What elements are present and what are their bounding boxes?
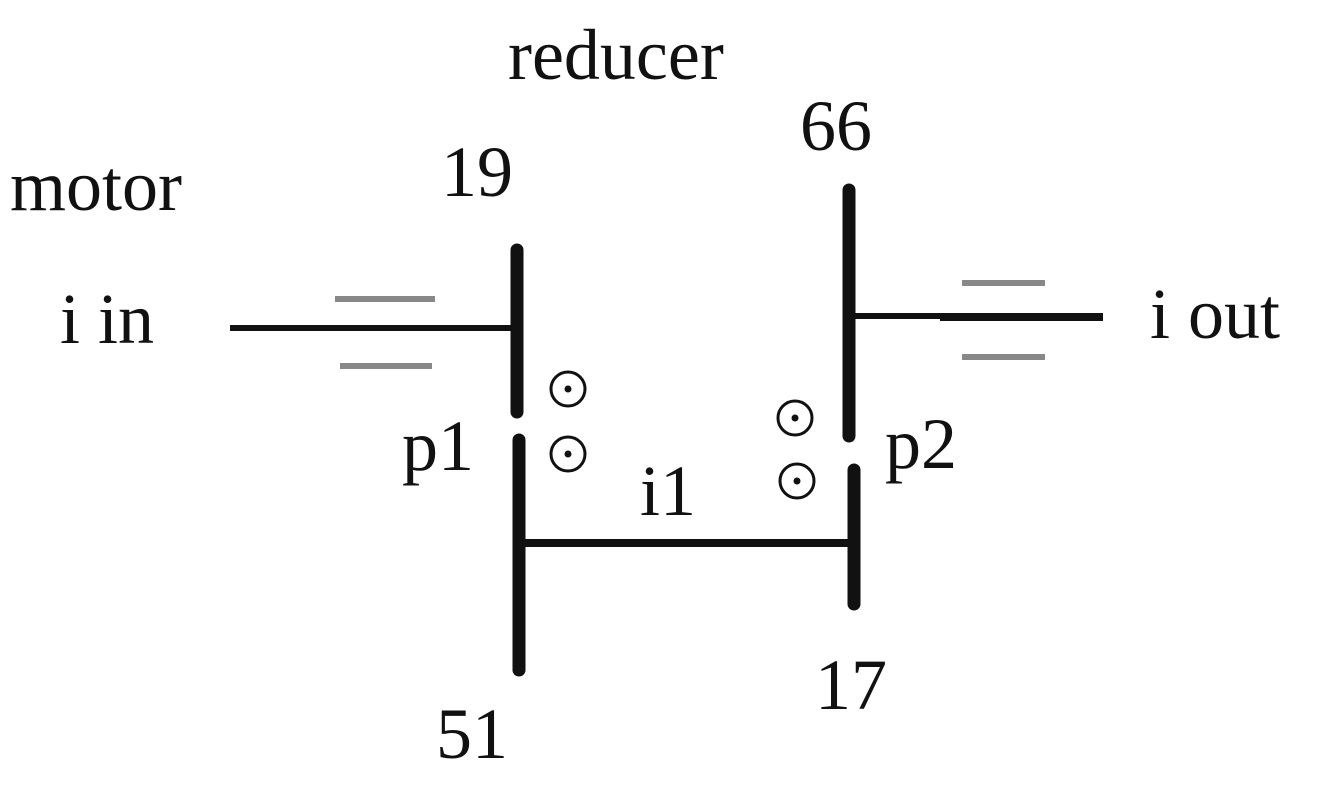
- gear-19-label: 19: [441, 132, 513, 212]
- gear-51-label: 51: [436, 694, 508, 774]
- pair-2-label: p2: [885, 404, 957, 484]
- mesh-marker-icon: [778, 462, 816, 500]
- intermediate-label: i1: [640, 451, 696, 531]
- gear-17-label: 17: [815, 645, 887, 725]
- mesh-marker-icon: [549, 435, 587, 473]
- title-label: reducer: [508, 15, 724, 95]
- input-label: i in: [60, 279, 154, 359]
- output-label: i out: [1150, 274, 1280, 354]
- motor-label: motor: [10, 146, 182, 226]
- input-bearing-icon: [335, 296, 435, 369]
- mesh-marker-icon: [549, 370, 587, 408]
- mesh-marker-icon: [776, 399, 814, 437]
- gear-66-label: 66: [800, 86, 872, 166]
- pair-1-label: p1: [402, 406, 474, 486]
- output-bearing-icon: [962, 280, 1045, 360]
